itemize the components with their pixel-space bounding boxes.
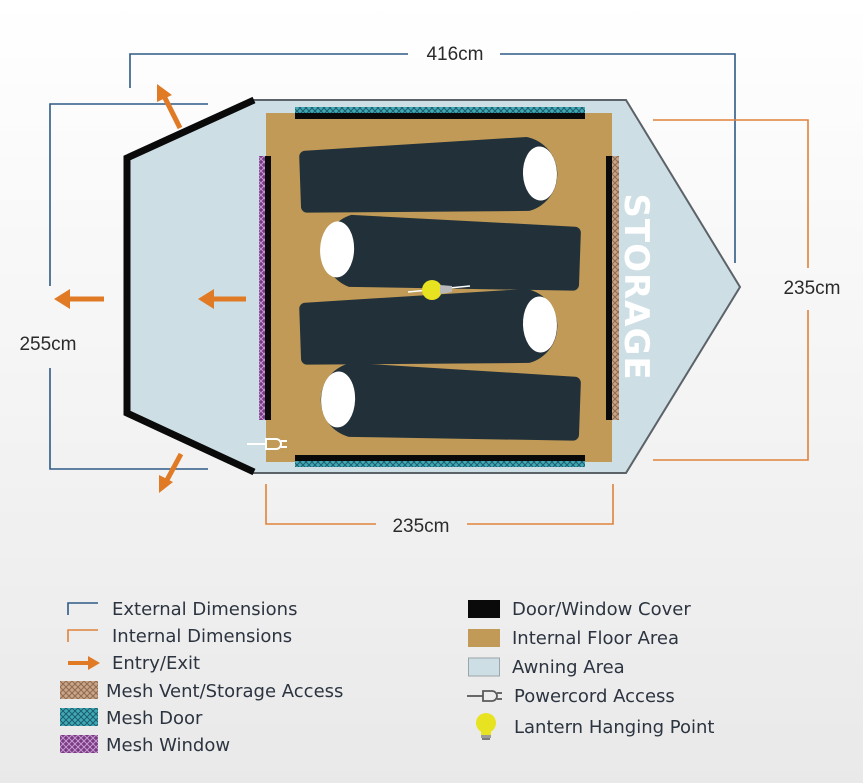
arrow-left-icon	[54, 289, 104, 309]
pillow	[522, 296, 557, 353]
arrow-left-icon	[198, 289, 246, 309]
storage-label: STORAGE	[616, 193, 656, 380]
mesh-window-left	[259, 156, 265, 420]
pillow	[321, 371, 356, 428]
external-dimension-lines	[49, 53, 736, 470]
lantern-bulb-icon	[407, 280, 471, 300]
powercord-plug-icon	[247, 438, 287, 450]
sleeping-bags	[299, 136, 581, 441]
sleeping-bag-2	[320, 214, 581, 291]
pillow	[320, 221, 355, 278]
door-cover-bottom	[295, 455, 585, 461]
external-width-label: 255cm	[19, 334, 76, 355]
internal-width-label: 235cm	[783, 278, 840, 299]
arrow-down-left-icon	[159, 452, 184, 493]
external-length-label: 416cm	[426, 44, 483, 65]
mesh-vent-right	[612, 156, 619, 420]
internal-length-label: 235cm	[392, 516, 449, 537]
vent-cover-right	[606, 156, 612, 420]
sleeping-bag-1	[299, 136, 558, 213]
mesh-door-top	[295, 107, 585, 113]
pillow	[522, 146, 557, 201]
sleeping-bag-4	[320, 362, 581, 441]
entry-exit-arrows	[54, 84, 246, 493]
arrow-up-left-icon	[157, 84, 183, 130]
door-cover-top	[295, 113, 585, 119]
door-cover	[123, 96, 256, 476]
internal-dimension-lines	[265, 119, 809, 525]
sleeping-bag-3	[299, 288, 558, 365]
mesh-door-bottom	[295, 461, 585, 467]
window-cover-left	[265, 156, 271, 420]
